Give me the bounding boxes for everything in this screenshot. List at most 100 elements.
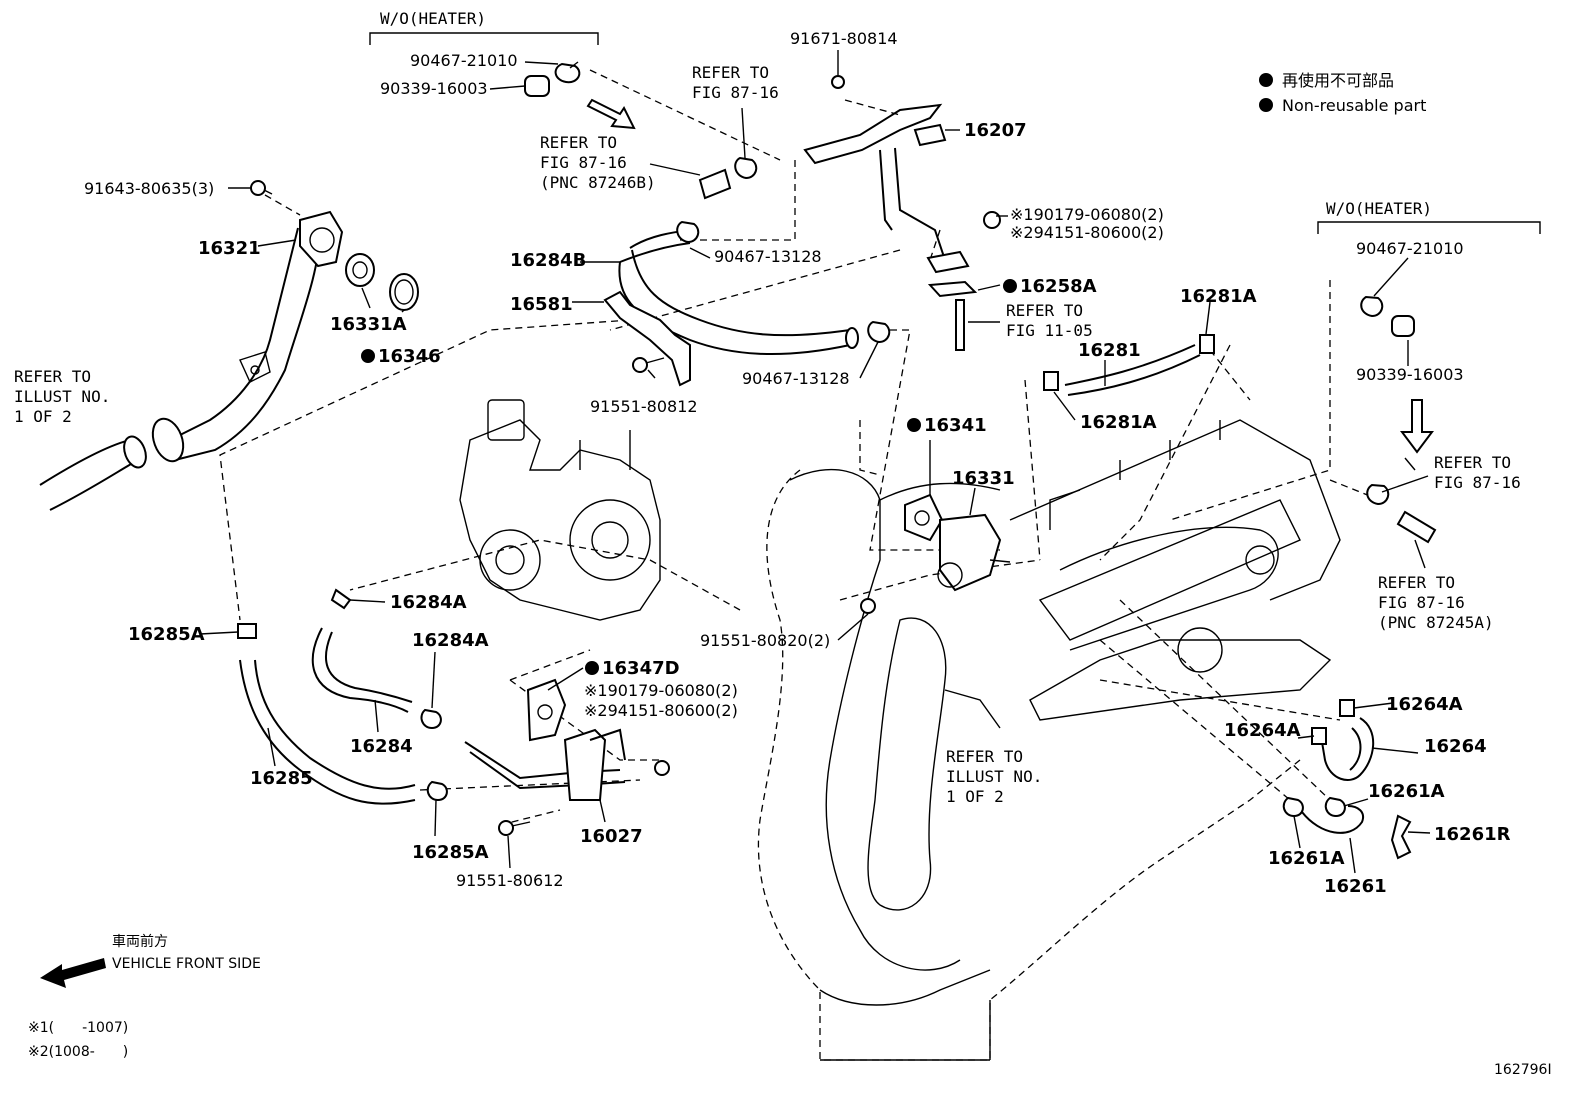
- label-91671-80814: 91671-80814: [790, 29, 898, 48]
- hose-left-illust-end: [123, 435, 147, 469]
- label-16347d: 16347D: [602, 658, 680, 679]
- bolt-91551-80820: [860, 598, 876, 614]
- label-wo-heater-top: W/O(HEATER): [380, 9, 486, 28]
- label-16207: 16207: [964, 120, 1027, 141]
- label-91643-80635: 91643-80635(3): [84, 179, 214, 198]
- turbocharger: [459, 399, 661, 621]
- label-s190179-top: ※190179-06080(2): [1010, 205, 1164, 224]
- label-16264a-left: 16264A: [1224, 720, 1301, 741]
- black-dot-icon: [1003, 279, 1017, 293]
- clamp-16281a-bottom: [1043, 371, 1059, 391]
- label-16261a-left: 16261A: [1268, 848, 1345, 869]
- front-en: VEHICLE FRONT SIDE: [112, 956, 261, 972]
- part-16264-hose: [1321, 717, 1375, 781]
- clamp-87-16-right: [1366, 483, 1390, 506]
- part-16258a-gasket: [927, 280, 978, 298]
- part-16331-housing: [937, 513, 1011, 592]
- hose-90339-16003-right: [1391, 315, 1415, 337]
- label-16341: 16341: [924, 415, 987, 436]
- arrow-87-16-top: [586, 98, 636, 130]
- clamp-16281a-top: [1199, 334, 1215, 354]
- clamp-16264a-top: [1339, 699, 1355, 717]
- arrow-87-16-right: [1400, 399, 1434, 454]
- label-16258a-group: 16258A: [1003, 276, 1097, 297]
- label-16261: 16261: [1324, 876, 1387, 897]
- black-dot-icon: [907, 418, 921, 432]
- part-16346-gasket: [389, 273, 419, 311]
- part-16281-hose: [1064, 344, 1201, 396]
- label-16027: 16027: [580, 826, 643, 847]
- clamp-16285a-top: [237, 623, 257, 639]
- label-16284b: 16284B: [510, 250, 586, 271]
- label-16258a: 16258A: [1020, 276, 1097, 297]
- label-16284a-mid: 16284A: [412, 630, 489, 651]
- ref-illust-center: REFER TO ILLUST NO. 1 OF 2: [946, 747, 1052, 806]
- black-dot-icon: [361, 349, 375, 363]
- label-16581: 16581: [510, 294, 573, 315]
- label-s294151-bottom: ※294151-80600(2): [584, 701, 738, 720]
- label-16331: 16331: [952, 468, 1015, 489]
- part-16027-pipe: [464, 728, 626, 801]
- label-16321: 16321: [198, 238, 261, 259]
- footnote-1: ※1( -1007): [28, 1020, 128, 1036]
- part-16261r-bracket: [1390, 814, 1412, 860]
- label-91551-80612: 91551-80612: [456, 871, 564, 890]
- part-16347d-gasket: [526, 678, 567, 742]
- label-16347d-group: 16347D: [585, 658, 680, 679]
- front-indicator: 車両前方 VEHICLE FRONT SIDE: [40, 933, 261, 988]
- clamp-16284a-mid: [420, 708, 442, 730]
- label-16261r: 16261R: [1434, 824, 1511, 845]
- refer-blocks: REFER TO FIG 87-16 REFER TO FIG 87-16 (P…: [14, 63, 1521, 806]
- label-90467-21010-a: 90467-21010: [410, 51, 518, 70]
- label-91551-80820: 91551-80820(2): [700, 631, 830, 650]
- ref-87-16-pnc-b: REFER TO FIG 87-16 (PNC 87246B): [540, 133, 656, 192]
- label-90467-21010-b: 90467-21010: [1356, 239, 1464, 258]
- clamp-16261a-left: [1282, 796, 1304, 818]
- part-16321-pipe: [151, 210, 344, 463]
- label-16284: 16284: [350, 736, 413, 757]
- label-diagram-id: 162796I: [1494, 1062, 1552, 1078]
- clamp-90467-21010-top: [554, 61, 581, 84]
- label-16281a-top: 16281A: [1180, 286, 1257, 307]
- clamp-87-16-top: [734, 156, 758, 180]
- label-16261a-right: 16261A: [1368, 781, 1445, 802]
- leader-dashes: [219, 69, 1381, 826]
- part-16285-hose: [239, 659, 416, 805]
- part-16284b-hose: [618, 229, 859, 356]
- bolt-91643-80635: [250, 180, 273, 196]
- ref-87-16-pnc-a: REFER TO FIG 87-16 (PNC 87245A): [1378, 573, 1494, 632]
- clamp-16261a-right: [1324, 796, 1346, 818]
- part-16207-pipe: [803, 75, 970, 274]
- wo-heater-bracket-top: [369, 32, 599, 45]
- label-s190179-bottom: ※190179-06080(2): [584, 681, 738, 700]
- clamp-90467-13128-b: [867, 320, 891, 344]
- part-16581-bracket: [603, 290, 691, 387]
- stud-refer-11-05: [955, 299, 965, 351]
- label-90467-13128-b: 90467-13128: [742, 369, 850, 388]
- ref-87-16-top: REFER TO FIG 87-16: [692, 63, 779, 102]
- footnote-2: ※2(1008- ): [28, 1044, 128, 1060]
- bolt-91551-80812: [632, 357, 665, 373]
- engine-block: [757, 468, 1301, 1061]
- footnotes: ※1( -1007) ※2(1008- ): [28, 1020, 128, 1060]
- label-16341-group: 16341: [907, 415, 987, 436]
- hose-87245a: [1396, 510, 1437, 544]
- label-16346-group: 16346: [361, 346, 441, 367]
- label-16331a: 16331A: [330, 314, 407, 335]
- label-16284a-top: 16284A: [390, 592, 467, 613]
- bolt-91551-80612: [498, 820, 531, 836]
- part-16331a-thermostat: [345, 253, 375, 287]
- part-16261-hose: [1301, 805, 1364, 834]
- black-dot-icon: [585, 661, 599, 675]
- label-91551-80812: 91551-80812: [590, 397, 698, 416]
- label-90339-16003-a: 90339-16003: [380, 79, 488, 98]
- ref-87-16-right: REFER TO FIG 87-16: [1434, 453, 1521, 492]
- front-jp: 車両前方: [112, 933, 168, 950]
- front-arrow-icon: [40, 958, 106, 988]
- part-16341-gasket: [904, 493, 944, 542]
- label-90339-16003-b: 90339-16003: [1356, 365, 1464, 384]
- ref-11-05: REFER TO FIG 11-05: [1006, 301, 1093, 340]
- wo-heater-bracket-right: [1317, 221, 1541, 234]
- hose-87246b: [698, 168, 732, 200]
